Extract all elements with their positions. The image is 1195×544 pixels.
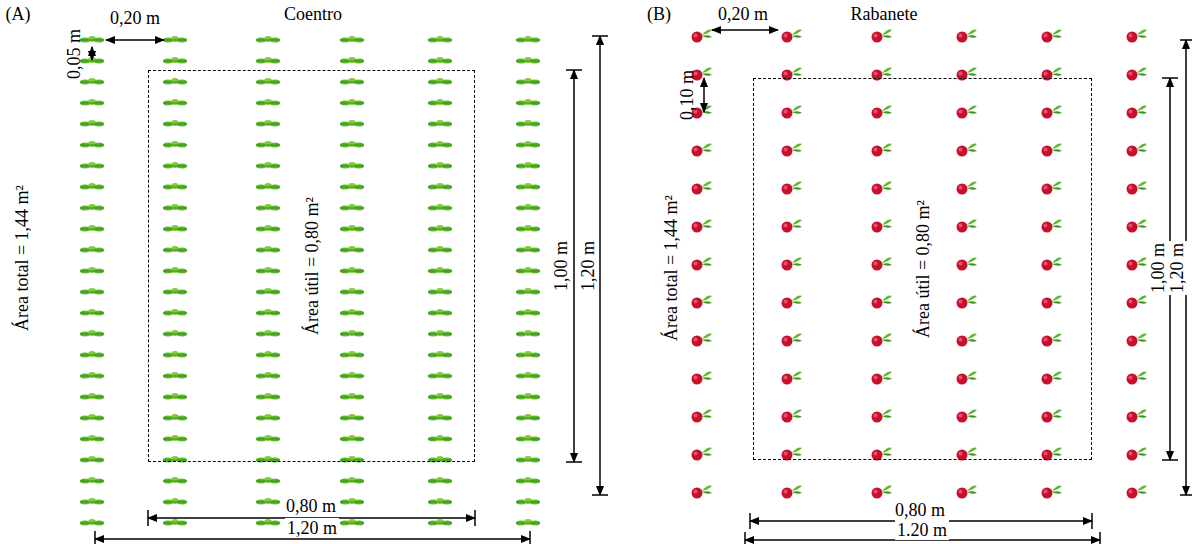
dimension-label: 0,10 m [677,68,697,122]
panel-letter: (B) [645,4,673,24]
dimension-label: 1,20 m [1167,241,1187,295]
area-label: Área total = 1,44 m² [12,183,32,333]
panel-letter: (A) [4,4,33,24]
dimension-label: 1,20 m [285,518,339,538]
area-label: Área útil = 0,80 m² [914,200,932,338]
crop-name: Rabanete [849,4,920,24]
dimension-label: 0,80 m [893,500,947,520]
dimension-label: 1,00 m [1148,241,1168,295]
dimension-label: 0,05 m [64,27,84,81]
useful-area-box: Área útil = 0,80 m² [148,70,475,462]
dimension-label: 1,00 m [551,239,571,293]
area-label: Área total = 1,44 m² [661,193,681,343]
dimension-label: 0,20 m [108,8,162,28]
dimension-label: 0,20 m [716,4,770,24]
dimension-label: 1.20 m [895,520,949,540]
area-label: Área útil = 0,80 m² [303,197,321,335]
useful-area-box: Área útil = 0,80 m² [753,78,1092,460]
dimension-label: 1,20 m [578,239,598,293]
crop-name: Coentro [282,4,344,24]
dimension-label: 0,80 m [284,496,338,516]
